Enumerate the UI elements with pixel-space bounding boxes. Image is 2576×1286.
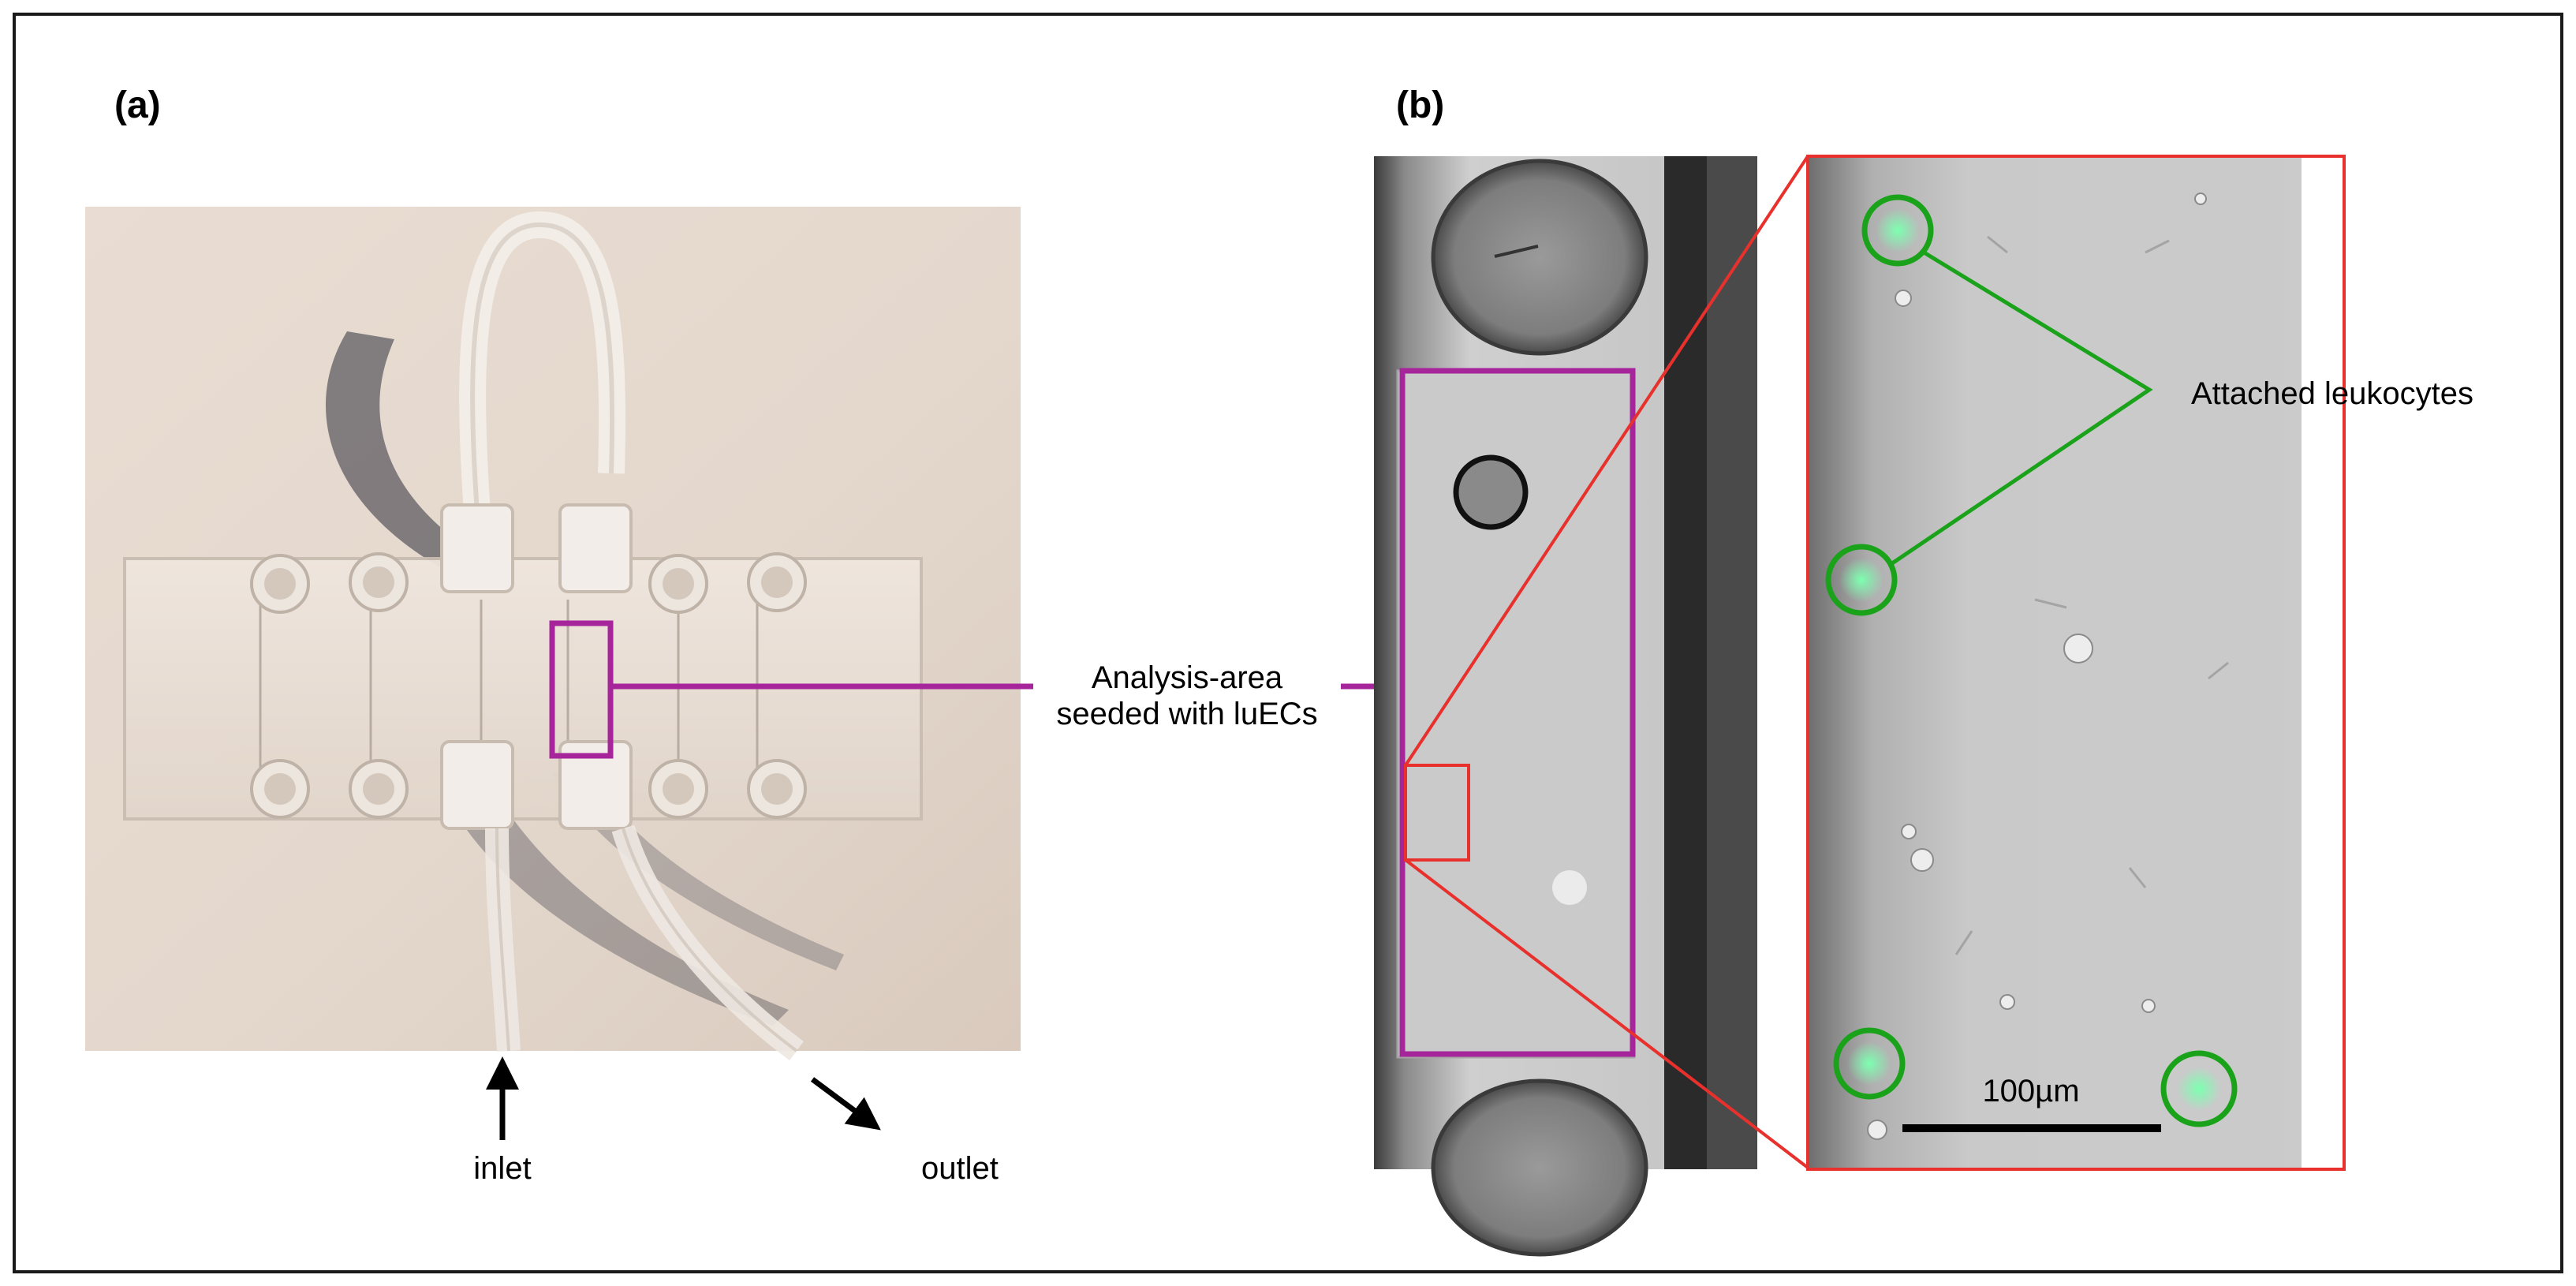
- outlet-label: outlet: [921, 1151, 999, 1186]
- leukocyte-circle: [1861, 194, 1934, 267]
- zoom-frame: [1806, 155, 2346, 1171]
- leukocyte-circle: [2160, 1050, 2238, 1127]
- leukocyte-circle: [1825, 544, 1898, 616]
- microscopy-overview: [1374, 156, 1757, 1257]
- zoom-source-box: [1404, 764, 1470, 862]
- analysis-area-line1: Analysis-area: [1091, 660, 1283, 695]
- panel-b-label: (b): [1396, 84, 1445, 126]
- analysis-area-line2: seeded with luECs: [1056, 697, 1318, 731]
- leukocyte-circle: [1833, 1027, 1906, 1100]
- zoom-line-top: [1404, 155, 1809, 767]
- inlet-label: inlet: [473, 1151, 532, 1186]
- analysis-area-caption: Analysis-area seeded with luECs: [1025, 660, 1349, 732]
- analysis-area-box-photo: [549, 620, 614, 759]
- analysis-area-box-microscope: [1399, 368, 1636, 1057]
- microscopy-zoom: [1808, 156, 2344, 1169]
- outlet-arrow: [810, 1077, 881, 1131]
- scale-bar-label: 100µm: [1982, 1074, 2080, 1108]
- leukocyte-markers: [1825, 194, 2238, 1127]
- leukocyte-pointer-lines: [1888, 249, 2153, 567]
- attached-leukocytes-label: Attached leukocytes: [2191, 376, 2473, 411]
- zoom-line-bottom: [1404, 858, 1809, 1169]
- panel-a-label: (a): [114, 84, 161, 126]
